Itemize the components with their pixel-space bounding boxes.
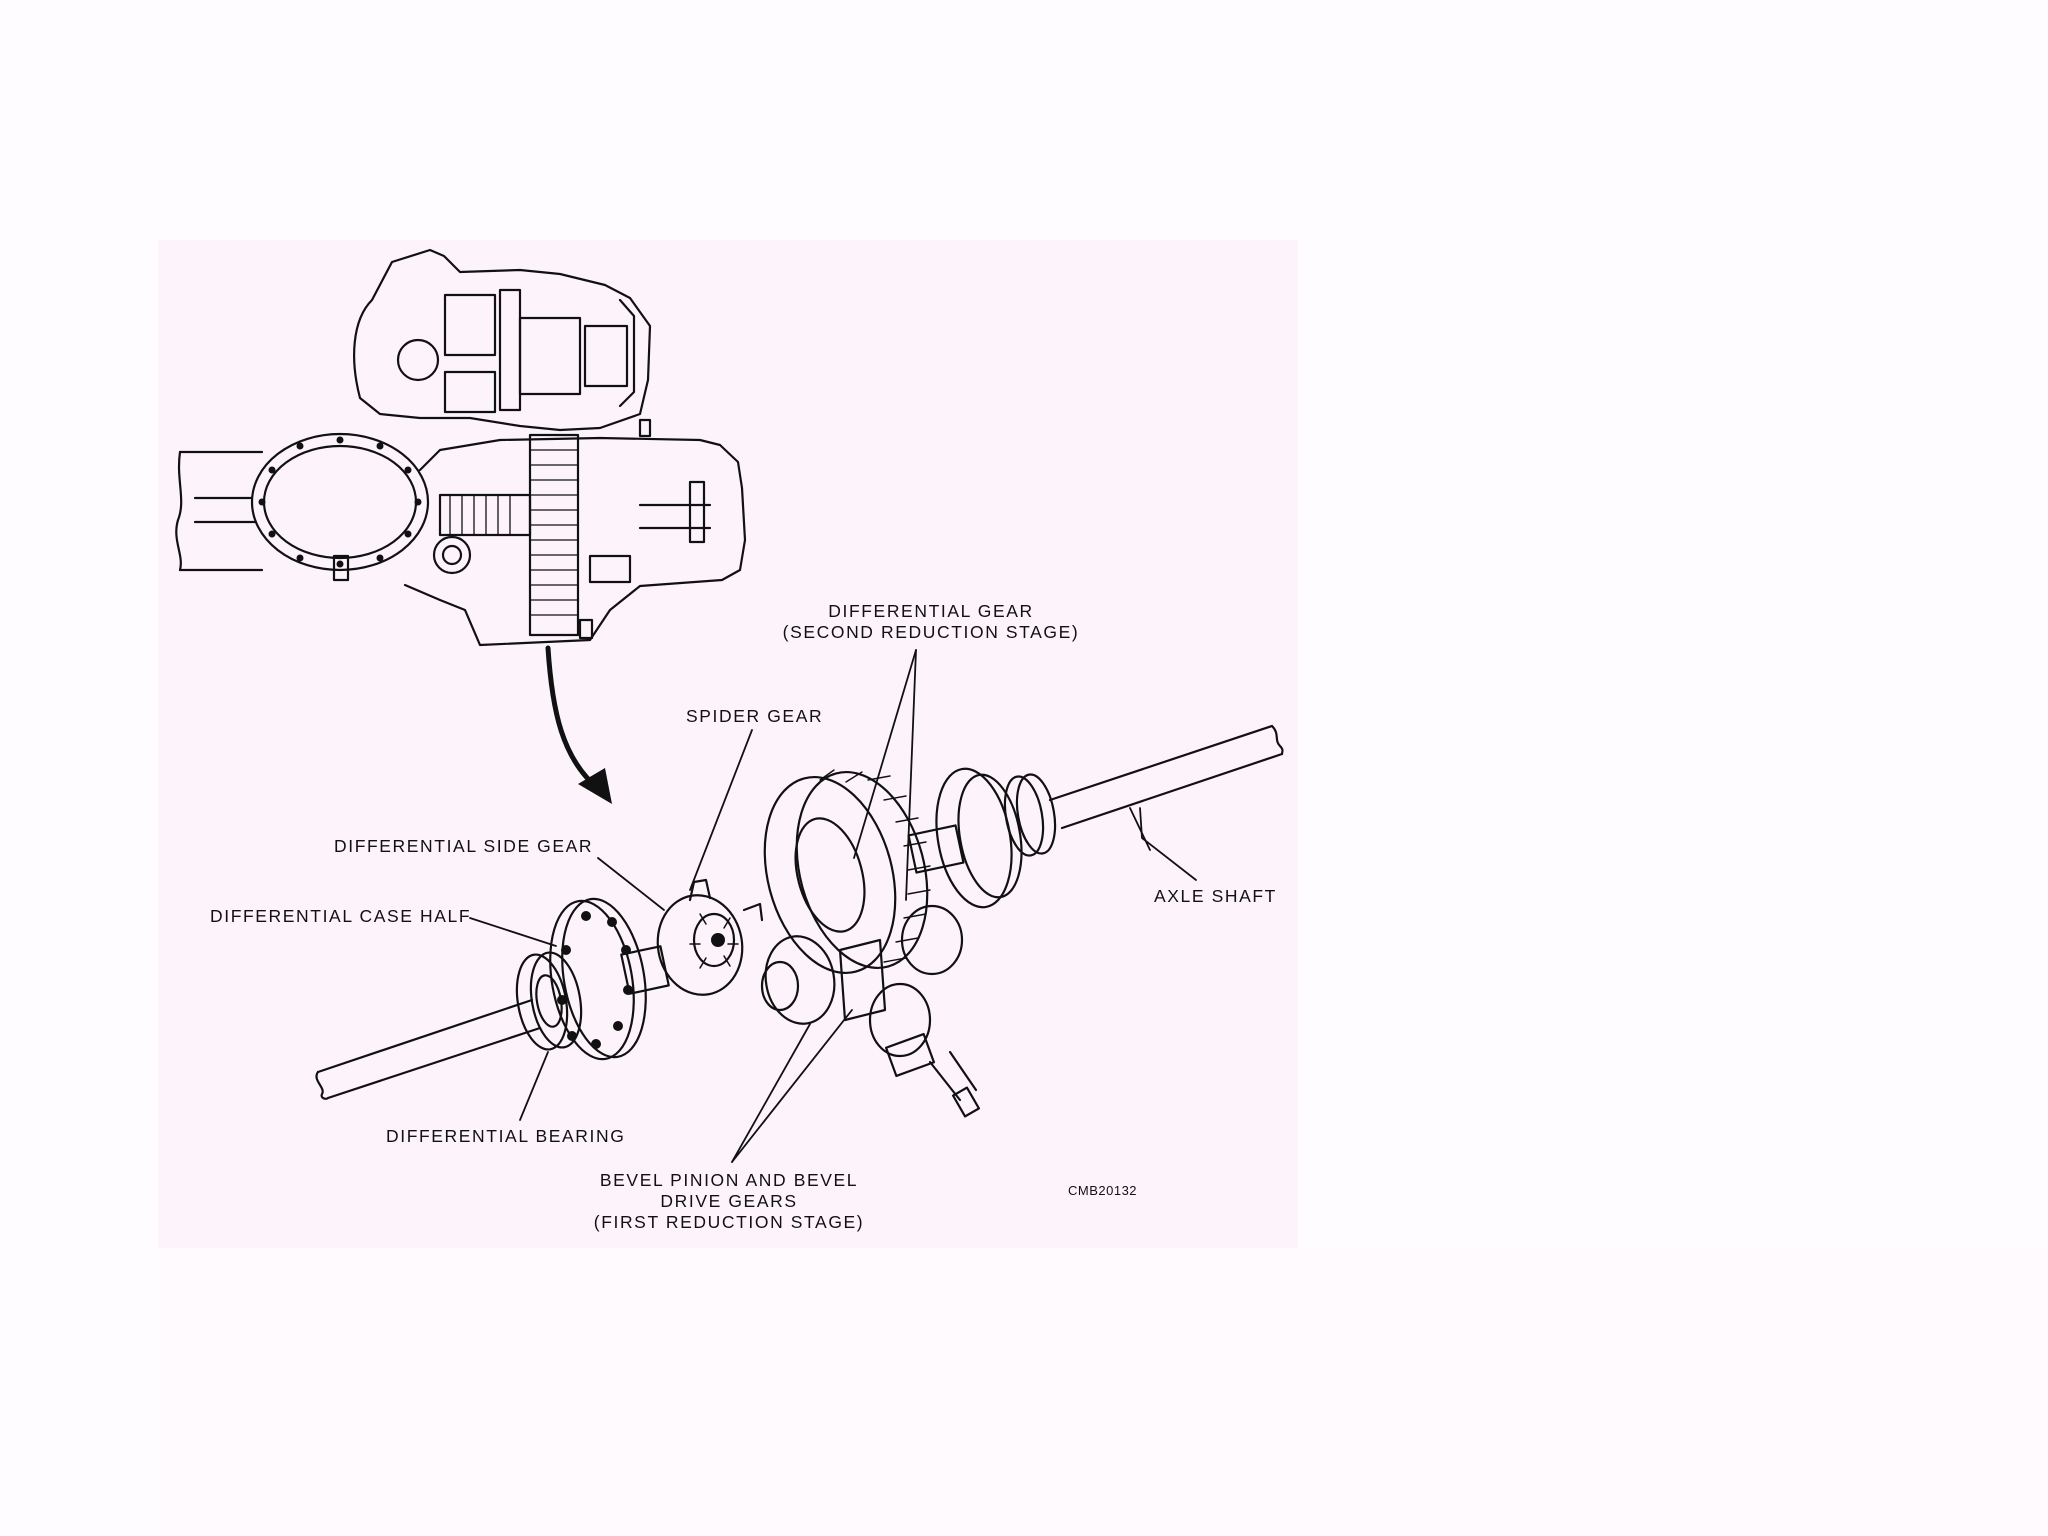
page-margin — [160, 1248, 2048, 1536]
right-side-gear-bearing — [907, 767, 1057, 909]
right-axle-shaft — [1048, 724, 1284, 830]
differential-case-half — [549, 897, 670, 1061]
arrow-head — [578, 768, 612, 804]
label-bevel-pinion-line3: (FIRST REDUCTION STAGE) — [593, 1212, 865, 1232]
left-axle-shaft — [315, 998, 542, 1100]
diagram-panel — [158, 240, 1298, 1248]
figure-code: CMB20132 — [1068, 1183, 1138, 1198]
label-differential-gear-line1: DIFFERENTIAL GEAR — [828, 601, 1034, 621]
label-differential-gear: DIFFERENTIAL GEAR (SECOND REDUCTION STAG… — [776, 601, 1086, 643]
label-axle-shaft: AXLE SHAFT — [1154, 886, 1277, 906]
leader-lines — [469, 649, 1197, 1163]
bevel-pinion-gears — [760, 904, 981, 1118]
label-bevel-pinion-line1: BEVEL PINION AND BEVEL — [599, 1170, 859, 1190]
curved-arrow — [545, 645, 603, 793]
ring-gear — [763, 769, 931, 975]
label-differential-case-half: DIFFERENTIAL CASE HALF — [210, 906, 472, 926]
label-differential-side-gear: DIFFERENTIAL SIDE GEAR — [334, 836, 594, 856]
label-bevel-pinion-line2: DRIVE GEARS — [660, 1191, 798, 1211]
label-bevel-pinion-gears: BEVEL PINION AND BEVEL DRIVE GEARS (FIRS… — [574, 1170, 884, 1233]
label-spider-gear: SPIDER GEAR — [686, 706, 824, 726]
spider-gear-assembly — [656, 878, 764, 996]
label-differential-gear-line2: (SECOND REDUCTION STAGE) — [782, 622, 1080, 642]
label-differential-bearing: DIFFERENTIAL BEARING — [386, 1126, 626, 1146]
housing-cutaway — [175, 248, 747, 647]
